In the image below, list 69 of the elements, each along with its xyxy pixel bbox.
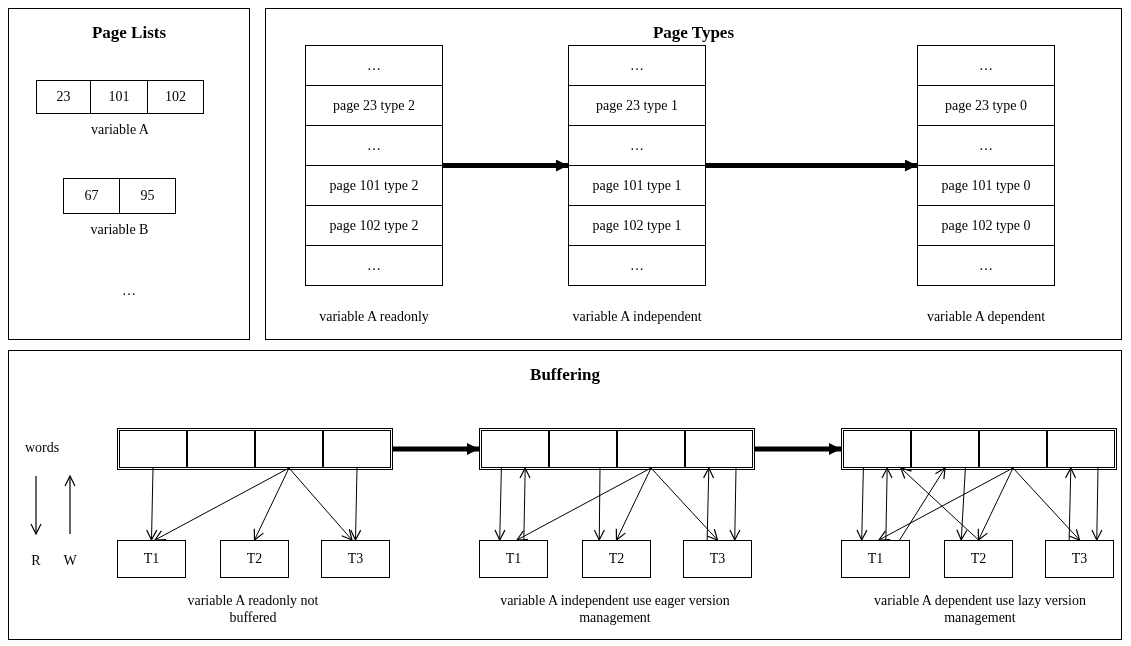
memory-cell: [1047, 430, 1115, 468]
panel: [8, 8, 250, 340]
arrow: [516, 467, 652, 541]
caption-text: variable A independent: [571, 308, 703, 325]
memory-cell: [685, 430, 753, 468]
thread-box: T2: [220, 540, 289, 578]
arrow: [729, 467, 741, 541]
arrow: [393, 443, 479, 455]
arrow: [878, 467, 1014, 541]
thread-box: T1: [479, 540, 548, 578]
memory-cell: [979, 430, 1047, 468]
thread-box: T3: [1045, 540, 1114, 578]
memory-row: [117, 428, 393, 470]
caption-text: variable A dependent: [925, 308, 1047, 325]
axis-label: R: [30, 552, 42, 569]
ellipsis-text: …: [121, 282, 137, 299]
caption-text: variable B: [89, 221, 150, 238]
memory-cell: [187, 430, 255, 468]
arrow: [1091, 467, 1103, 541]
arrow: [615, 467, 652, 541]
panel: [8, 350, 1122, 640]
arrow: [1064, 467, 1077, 541]
arrow: [755, 443, 841, 455]
thread-box: T1: [117, 540, 186, 578]
arrow: [881, 467, 893, 541]
memory-cell: [323, 430, 391, 468]
arrow: [650, 467, 719, 541]
arrow: [899, 467, 946, 541]
arrow: [702, 467, 715, 541]
arrow: [977, 467, 1014, 541]
panel: [265, 8, 1122, 340]
memory-cell: [617, 430, 685, 468]
thread-box: T3: [321, 540, 390, 578]
arrow: [1012, 467, 1081, 541]
arrow: [519, 467, 531, 541]
caption-text: variable A dependent use lazy version management: [873, 592, 1087, 626]
arrow: [706, 159, 917, 172]
arrow: [856, 467, 868, 541]
memory-cell: [843, 430, 911, 468]
caption-text: variable A independent use eager version management: [500, 592, 730, 626]
memory-cell: [255, 430, 323, 468]
arrow: [350, 467, 362, 541]
thread-box: T2: [944, 540, 1013, 578]
arrow: [900, 467, 979, 541]
caption-text: variable A: [90, 121, 150, 138]
memory-cell: [911, 430, 979, 468]
memory-row: [841, 428, 1117, 470]
arrow: [593, 467, 605, 541]
panel-title: Buffering: [530, 365, 600, 385]
arrow: [956, 467, 968, 541]
memory-row: [479, 428, 755, 470]
thread-box: T2: [582, 540, 651, 578]
axis-label: W: [62, 552, 78, 569]
arrow: [154, 467, 290, 541]
panel-title: Page Lists: [91, 23, 167, 43]
caption-text: variable A readonly not buffered: [186, 592, 320, 626]
arrow: [146, 467, 158, 541]
arrow: [494, 467, 506, 541]
panel-title: Page Types: [652, 23, 735, 43]
memory-cell: [549, 430, 617, 468]
arrow: [288, 467, 353, 541]
memory-cell: [119, 430, 187, 468]
arrow: [443, 159, 568, 172]
thread-box: T1: [841, 540, 910, 578]
thread-box: T3: [683, 540, 752, 578]
caption-text: variable A readonly: [318, 308, 430, 325]
axis-label: words: [23, 439, 61, 456]
memory-cell: [481, 430, 549, 468]
arrow: [253, 467, 290, 541]
